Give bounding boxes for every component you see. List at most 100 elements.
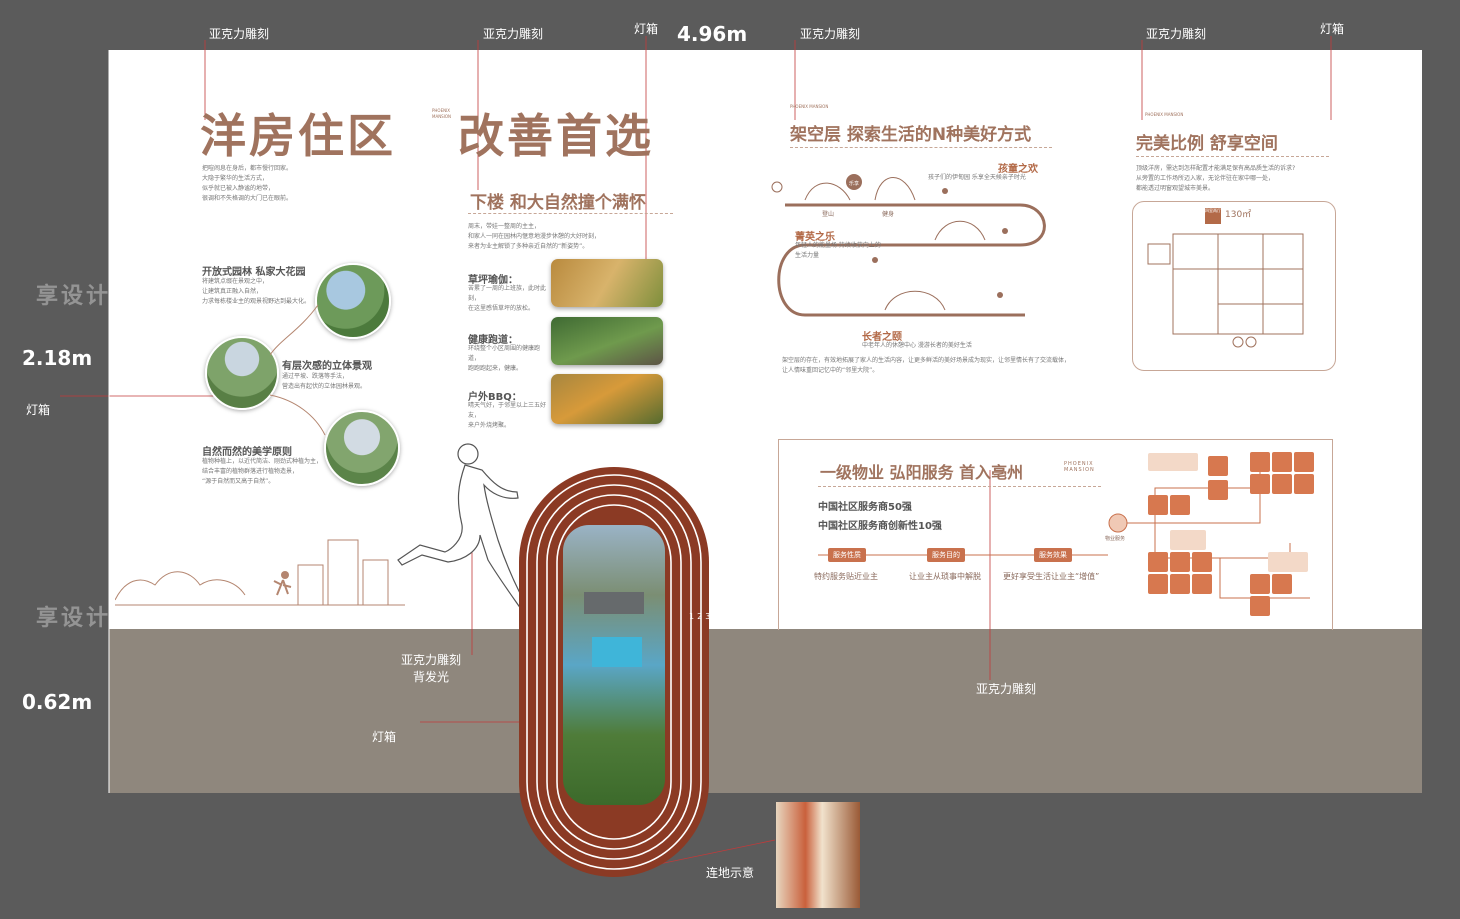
service-icon: [1192, 574, 1212, 594]
running-track: [519, 467, 709, 877]
dimension-width: 4.96m: [677, 22, 748, 46]
annotation-lightbox: 灯箱: [634, 22, 659, 36]
title-left-2: 改善首选: [458, 109, 654, 163]
zone-title: 菁英之乐: [795, 232, 835, 243]
ratio-desc: 顶级洋房，需达到怎样配置才能满足保有高品质生活的诉求?从旁置的工作场所迈入家，无…: [1136, 165, 1296, 192]
label-climb: 登山: [822, 211, 835, 218]
annotation-lightbox: 灯箱: [26, 403, 51, 417]
service-icon-group: [1148, 453, 1198, 471]
plan-tag: 四室两厅: [1205, 208, 1221, 224]
annotation-acrylic: 亚克力雕刻: [800, 27, 861, 41]
annotation-lightbox: 灯箱: [1320, 22, 1345, 36]
service-tag: 服务目的: [927, 548, 965, 562]
zone-desc: 年轻人的能量场 持续收获向上的生活力量: [795, 242, 881, 259]
ground-preview-photo: [776, 802, 860, 908]
activity-desc: 晴天气好，于邻里以上三五好友，来户外烧烤聚。: [468, 402, 547, 429]
activity-desc: 苦累了一周的上班族，此时此刻，在这里感悟草坪的放松。: [468, 285, 547, 312]
feature-title: 开放式园林 私家大花园: [202, 267, 306, 278]
jogging-photo: [551, 317, 663, 365]
service-icon: [1148, 574, 1168, 594]
divider: [818, 486, 1101, 487]
title-left-1: 洋房住区: [200, 109, 396, 163]
service-desc: 特约服务贴近业主: [814, 572, 878, 581]
service-icon: [1208, 480, 1228, 500]
bbq-photo: [551, 374, 663, 424]
service-icon: [1170, 552, 1190, 572]
left-intro: 把喧闹息在身后，都市慢行回家。大隐于繁华的生活方式， 似乎就已被入静谧的地带，很…: [202, 165, 293, 202]
service-icon-group: [1268, 552, 1308, 572]
lane-numbers: 1234: [689, 612, 722, 621]
annotation-lightbox: 灯箱: [372, 730, 397, 744]
service-icon: [1192, 552, 1212, 572]
feature-desc: 将建筑点缀在景观之中，让建筑真正融入自然，力求每栋楼业主的观景视野达到最大化。: [202, 278, 311, 305]
plan-area: 130㎡: [1225, 210, 1252, 220]
service-icon: [1148, 552, 1168, 572]
service-tag: 服务性质: [828, 548, 866, 562]
annotation-acrylic: 亚克力雕刻: [976, 682, 1037, 696]
zone-title: 孩童之欢: [998, 164, 1038, 175]
service-icon-group: [1170, 530, 1206, 550]
divider: [468, 213, 673, 214]
zone-desc: 孩子们的伊甸园 乐享全天候亲子时光: [928, 174, 1026, 181]
floor-plan-card: 四室两厅 130㎡: [1132, 201, 1336, 371]
annotation-ground: 连地示意: [706, 866, 755, 880]
feature-desc: 植物种植上，以近代简洁、刚劲式种植为主，结合丰富的植物群落进行植物造景，“源于自…: [202, 458, 323, 485]
service-icon: [1170, 495, 1190, 515]
service-tag: 服务效果: [1034, 548, 1072, 562]
activity-title: 健康跑道：: [468, 335, 518, 346]
skyline-illustration: [115, 539, 405, 606]
dimension-lower: 0.62m: [22, 690, 93, 714]
service-hub-label: 物业服务: [1105, 536, 1126, 542]
divider: [1136, 156, 1329, 157]
feature-title: 有层次感的立体景观: [282, 361, 372, 372]
brand-mark: PHOENIX MANSION: [790, 104, 829, 109]
feature-title: 自然而然的美学原则: [202, 447, 292, 458]
floor-plan-drawing: [1147, 233, 1304, 348]
connector-curves: [270, 304, 326, 436]
activity-title: 草坪瑜伽：: [468, 275, 518, 286]
service-honor: 中国社区服务商50强: [818, 502, 912, 513]
downstairs-intro: 周末，带娃一整周的主主，和家人一同在园林内惬意地漫步休憩的大好时刻，来者为业主解…: [468, 223, 601, 250]
activity-title: 户外BBQ：: [468, 392, 522, 403]
feature-desc: 通过平坡、跌落等手法，营造出有起伏的立体园林景观。: [282, 373, 367, 390]
service-icon: [1170, 574, 1190, 594]
annotation-backlit: 亚克力雕刻背发光: [401, 653, 462, 684]
service-icon: [1250, 452, 1270, 472]
brand-mark: PHOENIX MANSION: [1064, 461, 1095, 473]
dimension-upper: 2.18m: [22, 346, 93, 370]
service-icon: [1272, 474, 1292, 494]
service-desc: 让业主从琐事中解脱: [909, 572, 981, 581]
landscape-photo: [205, 336, 279, 410]
activity-desc: 环绕整个小区周围的健康跑道，跑跑跑起来，健康。: [468, 345, 541, 372]
watermark: 享设计: [36, 284, 112, 309]
service-icon: [1208, 456, 1228, 476]
annotation-acrylic: 亚克力雕刻: [483, 27, 544, 41]
service-icon: [1250, 474, 1270, 494]
ratio-title: 完美比例 舒享空间: [1136, 134, 1278, 154]
service-title: 一级物业 弘阳服务 首入亳州: [820, 463, 1024, 482]
label-fitness: 健身: [882, 211, 895, 218]
zone-desc: 中老年人的休憩中心 漫游长者的美好生活: [862, 342, 972, 349]
service-honor: 中国社区服务商创新性10强: [818, 521, 942, 532]
stilt-illustration: [771, 174, 1046, 317]
annotation-acrylic: 亚克力雕刻: [209, 27, 270, 41]
service-desc: 更好享受生活让业主“增值”: [1003, 572, 1100, 581]
label-enjoy: 乐享: [849, 181, 860, 187]
stilt-title: 架空层 探索生活的N种美好方式: [790, 125, 1032, 145]
floor-strip: [109, 629, 1422, 793]
service-panel: [778, 439, 1333, 630]
watermark: 享设计: [36, 606, 112, 631]
service-icon: [1250, 596, 1270, 616]
zone-title: 长者之颐: [862, 332, 902, 343]
service-icon: [1250, 574, 1270, 594]
service-icon: [1294, 452, 1314, 472]
yoga-photo: [551, 259, 663, 307]
service-icon: [1294, 474, 1314, 494]
service-icon: [1272, 452, 1292, 472]
brand-mark: PHOENIX MANSION: [1145, 112, 1184, 117]
aesthetics-photo: [324, 410, 400, 486]
annotation-acrylic: 亚克力雕刻: [1146, 27, 1207, 41]
downstairs-title: 下楼 和大自然撞个满怀: [470, 193, 646, 213]
service-icon: [1272, 574, 1292, 594]
